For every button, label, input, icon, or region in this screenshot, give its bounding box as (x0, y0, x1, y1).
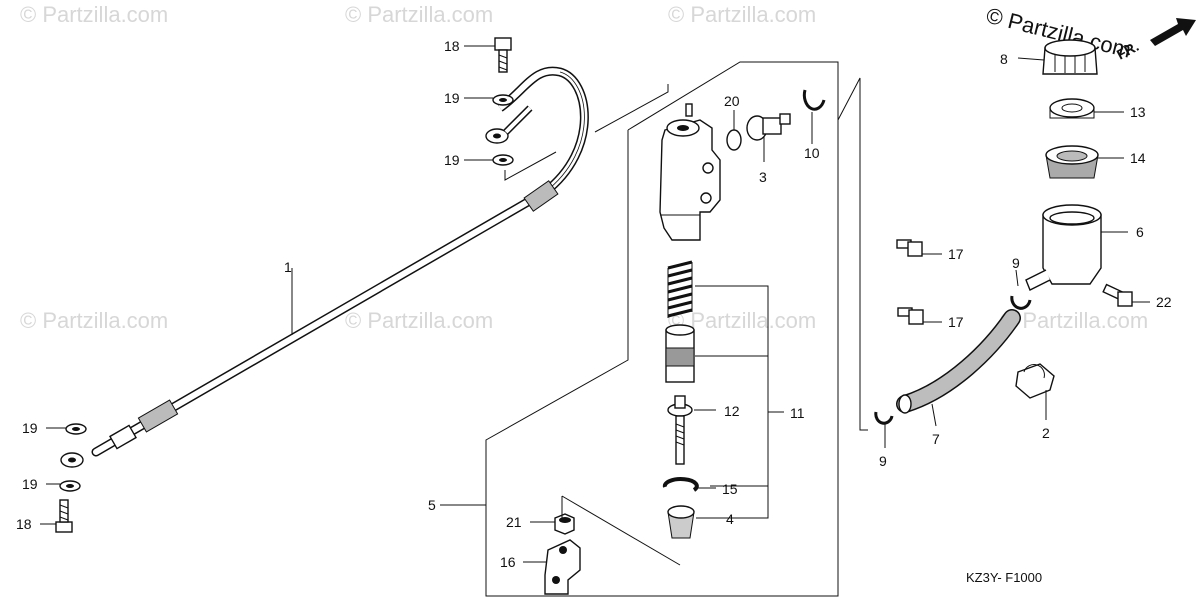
banjo-bolt-upper (494, 37, 512, 73)
watermark: © Partzilla.com (20, 308, 168, 333)
diaphragm-plate (1049, 98, 1095, 119)
hose-clip (874, 411, 894, 425)
callout-12: 12 (724, 403, 740, 419)
screw-17-upper (896, 239, 923, 257)
group-lines (40, 45, 1150, 597)
callout-20: 20 (724, 93, 740, 109)
callout-19-a: 19 (444, 90, 460, 106)
callout-17-lower: 17 (948, 314, 964, 330)
callout-22: 22 (1156, 294, 1172, 310)
diaphragm (1045, 145, 1099, 179)
hose-clamp (1015, 363, 1055, 399)
diagram-code: KZ3Y- F1000 (966, 570, 1042, 585)
push-rod (667, 395, 693, 465)
callout-4: 4 (726, 511, 734, 527)
brake-hose (60, 66, 589, 468)
callout-9-lower: 9 (879, 453, 887, 469)
master-cylinder-body (659, 103, 721, 241)
o-ring (726, 129, 742, 151)
nut (554, 513, 575, 535)
arrow-icon (1150, 18, 1196, 46)
callout-16: 16 (500, 554, 516, 570)
callout-19-b: 19 (444, 152, 460, 168)
spring (667, 260, 693, 318)
callout-14: 14 (1130, 150, 1146, 166)
callout-18-upper: 18 (444, 38, 460, 54)
callout-8: 8 (1000, 51, 1008, 67)
callout-5: 5 (428, 497, 436, 513)
reservoir-hose (896, 309, 1021, 414)
callout-10: 10 (804, 145, 820, 161)
callout-17-upper: 17 (948, 246, 964, 262)
watermark: © Partzilla.com (345, 308, 493, 333)
callout-3: 3 (759, 169, 767, 185)
watermark: © Partzilla.com (1000, 308, 1148, 333)
banjo-bolt-lower (55, 499, 73, 533)
hose-clip (1010, 295, 1032, 310)
callout-19-d: 19 (22, 476, 38, 492)
callout-18-lower: 18 (16, 516, 32, 532)
callout-11: 11 (790, 405, 805, 421)
reservoir-cap (1042, 39, 1098, 75)
hose-clip-top (802, 89, 826, 111)
callout-21: 21 (506, 514, 522, 530)
callout-13: 13 (1130, 104, 1146, 120)
piston (665, 324, 695, 383)
hose-joint (746, 113, 791, 141)
watermarks: © Partzilla.com © Partzilla.com © Partzi… (20, 2, 1148, 333)
push-rod-joint (544, 539, 581, 595)
reservoir (1025, 204, 1102, 291)
callout-7: 7 (932, 431, 940, 447)
boot (667, 505, 695, 539)
watermark: © Partzilla.com (20, 2, 168, 27)
bolt-22 (1102, 283, 1133, 307)
callout-labels: 1 2 3 4 5 6 7 8 9 9 10 11 12 13 14 15 16… (16, 38, 1172, 570)
callout-19-c: 19 (22, 420, 38, 436)
watermark: © Partzilla.com (345, 2, 493, 27)
callout-9-upper: 9 (1012, 255, 1020, 271)
callout-1: 1 (284, 259, 292, 275)
screw-17-lower (897, 307, 924, 325)
callout-15: 15 (722, 481, 738, 497)
callout-2: 2 (1042, 425, 1050, 441)
callout-6: 6 (1136, 224, 1144, 240)
circlip (662, 477, 699, 492)
watermark: © Partzilla.com (668, 2, 816, 27)
